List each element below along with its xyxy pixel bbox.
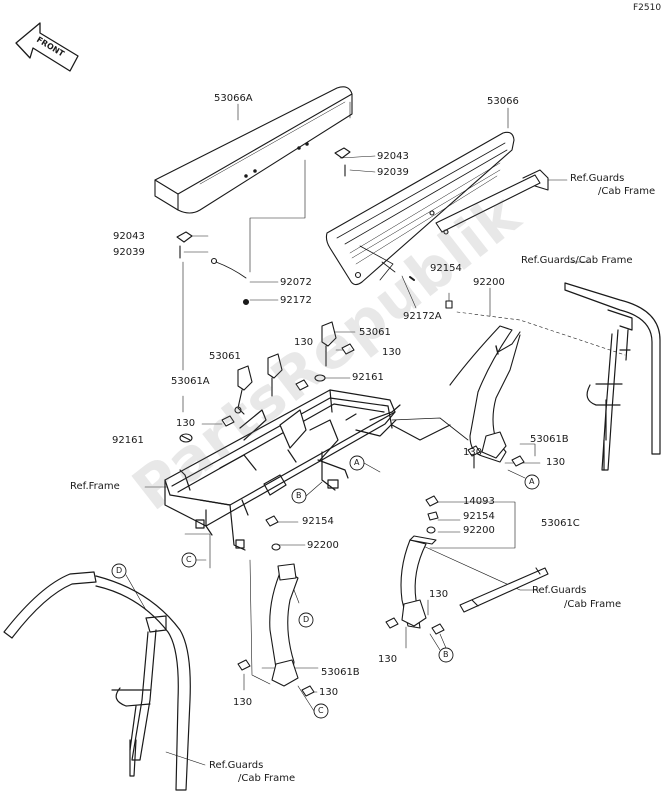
part-label-92200-a[interactable]: 92200 — [473, 277, 505, 288]
seat-belt-bottom-assembly — [237, 515, 315, 697]
part-label-92161-a[interactable]: 92161 — [352, 372, 384, 383]
part-label-92154-c[interactable]: 92154 — [302, 516, 334, 527]
ref-guards-rb-line2: /Cab Frame — [564, 599, 622, 610]
seat-bracket-right — [435, 169, 568, 233]
part-label-130-i[interactable]: 130 — [233, 697, 253, 708]
part-label-92154-a[interactable]: 92154 — [430, 263, 462, 274]
callout-C-upper: C — [186, 555, 192, 564]
figure-code: F2510 — [633, 3, 662, 13]
callout-D-frame: D — [116, 566, 123, 575]
ref-guards-top-line1: Ref.Guards — [570, 173, 625, 184]
part-label-92161-b[interactable]: 92161 — [112, 435, 144, 446]
callout-B-lower: B — [443, 650, 449, 659]
part-label-92043-top[interactable]: 92043 — [377, 151, 409, 162]
seat-belt-center-assembly — [385, 495, 549, 635]
part-label-130-b[interactable]: 130 — [382, 347, 402, 358]
ref-guards-top-line2: /Cab Frame — [598, 186, 656, 197]
ref-guards-bottom-line1: Ref.Guards — [209, 760, 264, 771]
part-label-92072[interactable]: 92072 — [280, 277, 312, 288]
part-label-53061-a[interactable]: 53061 — [359, 327, 391, 338]
seat-hardware — [176, 147, 453, 309]
ref-guards-mid: Ref.Guards/Cab Frame — [521, 255, 633, 266]
seat-belt-buckle-mid — [267, 353, 283, 397]
seat-frame — [164, 389, 451, 551]
seat-cushion — [154, 86, 353, 214]
part-label-92200-c[interactable]: 92200 — [307, 540, 339, 551]
part-label-92172A[interactable]: 92172A — [403, 311, 442, 322]
callout-markers — [111, 455, 540, 719]
part-label-14093[interactable]: 14093 — [463, 496, 495, 507]
ref-guards-rb-line1: Ref.Guards — [532, 585, 587, 596]
callout-B-upper: B — [296, 491, 302, 500]
part-label-53061-b[interactable]: 53061 — [209, 351, 241, 362]
ref-guards-bottom-line2: /Cab Frame — [238, 773, 296, 784]
part-label-53066A[interactable]: 53066A — [214, 93, 253, 104]
bolts-cluster — [179, 343, 355, 443]
front-arrow-icon: FRONT — [15, 22, 79, 72]
seat-belt-right-assembly — [391, 325, 525, 469]
part-label-130-f[interactable]: 130 — [429, 589, 449, 600]
callout-A-upper: A — [354, 458, 360, 467]
part-label-92039-top[interactable]: 92039 — [377, 167, 409, 178]
part-label-92043-left[interactable]: 92043 — [113, 231, 145, 242]
callout-D-belt: D — [303, 615, 310, 624]
cab-frame-left — [3, 571, 191, 791]
seat-back — [325, 131, 515, 286]
seat-belt-buckle-right — [321, 321, 337, 367]
callout-C-lower: C — [318, 706, 324, 715]
part-label-130-e[interactable]: 130 — [546, 457, 566, 468]
part-label-92154-b[interactable]: 92154 — [463, 511, 495, 522]
part-label-92200-b[interactable]: 92200 — [463, 525, 495, 536]
part-label-92172[interactable]: 92172 — [280, 295, 312, 306]
callout-A-right: A — [529, 477, 535, 486]
part-label-130-c[interactable]: 130 — [176, 418, 196, 429]
part-label-130-g[interactable]: 130 — [378, 654, 398, 665]
cab-frame-right — [564, 282, 661, 471]
part-label-92039-left[interactable]: 92039 — [113, 247, 145, 258]
part-label-130-d[interactable]: 130 — [463, 447, 483, 458]
part-label-53066[interactable]: 53066 — [487, 96, 519, 107]
part-label-53061B-left[interactable]: 53061B — [321, 667, 360, 678]
seat-belt-buckle-left — [234, 365, 253, 415]
part-label-53061B-right[interactable]: 53061B — [530, 434, 569, 445]
part-label-53061C[interactable]: 53061C — [541, 518, 580, 529]
part-label-130-a[interactable]: 130 — [294, 337, 314, 348]
ref-frame: Ref.Frame — [70, 481, 120, 492]
part-label-53061A[interactable]: 53061A — [171, 376, 210, 387]
part-label-130-h[interactable]: 130 — [319, 687, 339, 698]
